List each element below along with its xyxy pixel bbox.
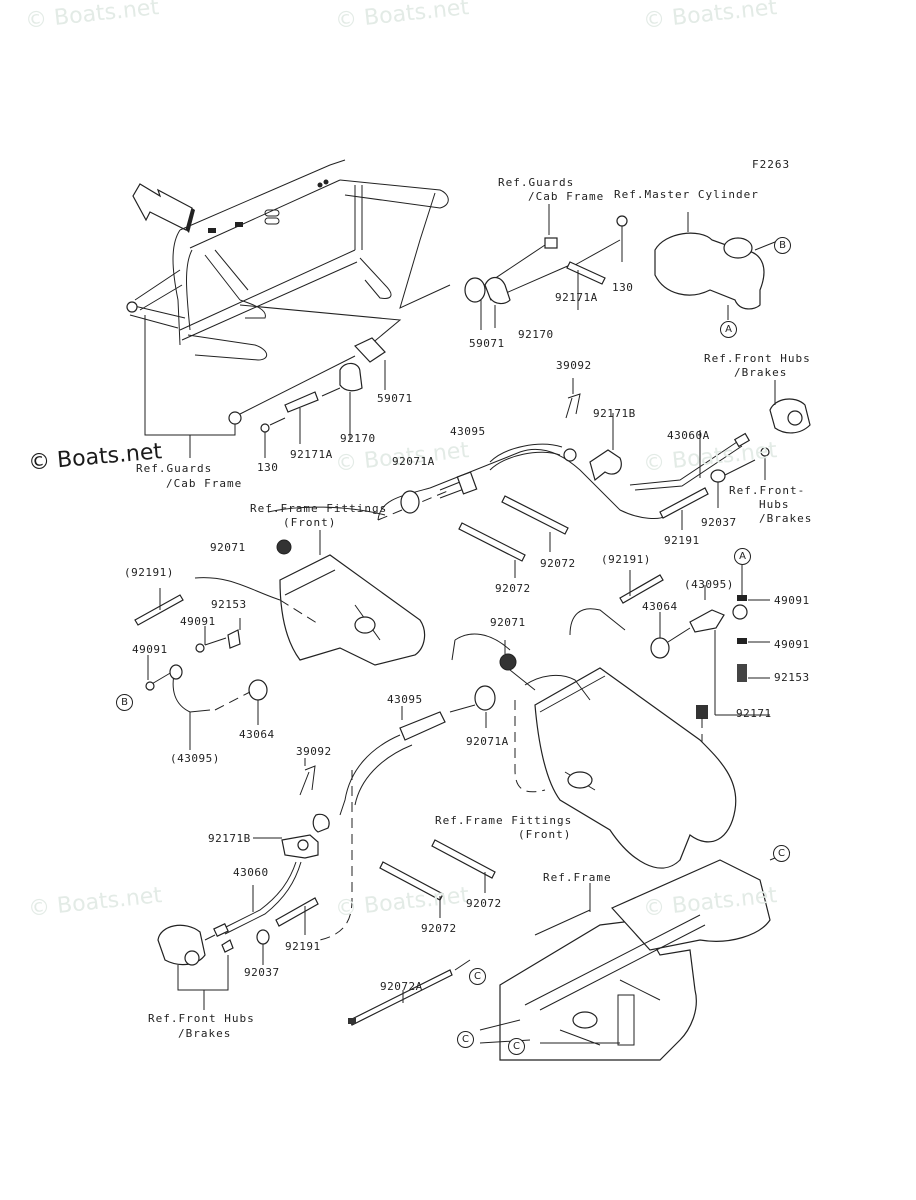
part-number-92072-bottom-a[interactable]: 92072	[466, 897, 502, 910]
part-number-92072a[interactable]: 92072A	[380, 980, 423, 993]
part-number-92170-left[interactable]: 92170	[340, 432, 376, 445]
part-number-49091-left-b[interactable]: 49091	[132, 643, 168, 656]
part-number-59071-top[interactable]: 59071	[469, 337, 505, 350]
hose-92191-top-art	[659, 487, 709, 519]
cable-ties-top-art	[458, 495, 569, 578]
part-number-92072-bottom-b[interactable]: 92072	[421, 922, 457, 935]
ref-front-hubs-bottom-line2: /Brakes	[178, 1027, 232, 1040]
part-number-43095-paren-left[interactable]: (43095)	[170, 752, 220, 765]
part-number-43095-top[interactable]: 43095	[450, 425, 486, 438]
part-number-92191-paren-right[interactable]: (92191)	[601, 553, 651, 566]
part-number-92072-top-b[interactable]: 92072	[495, 582, 531, 595]
part-number-43095-paren-right[interactable]: (43095)	[684, 578, 734, 591]
figure-code: F2263	[752, 158, 791, 171]
connector-c-marker: C	[469, 968, 486, 985]
ref-frame: Ref.Frame	[543, 871, 612, 884]
ref-front-hubs-right-line3: /Brakes	[759, 512, 813, 525]
cable-ties-bottom-art	[348, 839, 496, 1026]
part-number-92171b-bottom[interactable]: 92171B	[208, 832, 251, 845]
part-number-39092-top[interactable]: 39092	[556, 359, 592, 372]
ref-frame-fittings-left-line2: (Front)	[283, 516, 337, 529]
master-cylinder-art	[654, 212, 781, 320]
part-number-92171-right[interactable]: 92171	[736, 707, 772, 720]
part-number-49091-right-b[interactable]: 49091	[774, 638, 810, 651]
part-number-92171b-top[interactable]: 92171B	[593, 407, 636, 420]
connector-c-marker: C	[457, 1031, 474, 1048]
part-number-43064-right[interactable]: 43064	[642, 600, 678, 613]
brake-line-bottom-art	[157, 834, 319, 1010]
brake-hose-top-art	[377, 443, 666, 521]
part-number-92071-left[interactable]: 92071	[210, 541, 246, 554]
part-number-92171a-left[interactable]: 92171A	[290, 448, 333, 461]
front-arrow-icon	[132, 183, 195, 233]
part-number-130-left[interactable]: 130	[257, 461, 279, 474]
ref-guards-top-line2: /Cab Frame	[528, 190, 605, 203]
connector-c-marker: C	[508, 1038, 525, 1055]
ref-front-hubs-right-line2: Hubs	[759, 498, 790, 511]
connector-a-marker: A	[734, 548, 751, 565]
ref-frame-fittings-mid-line1: Ref.Frame Fittings	[435, 814, 573, 827]
ref-front-hubs-right-line1: Ref.Front-	[729, 484, 806, 497]
ref-master-cylinder: Ref.Master Cylinder	[614, 188, 759, 201]
part-number-92071a-mid[interactable]: 92071A	[466, 735, 509, 748]
part-number-43095-mid[interactable]: 43095	[387, 693, 423, 706]
part-number-43060a[interactable]: 43060A	[667, 429, 710, 442]
frame-fitting-left-art	[267, 506, 426, 666]
ref-guards-left-line2: /Cab Frame	[166, 477, 243, 490]
part-number-92153-right[interactable]: 92153	[774, 671, 810, 684]
frame-bottom-art	[479, 851, 791, 1061]
part-number-92191-paren-left[interactable]: (92191)	[124, 566, 174, 579]
part-number-92171a-top[interactable]: 92171A	[555, 291, 598, 304]
part-number-39092-mid[interactable]: 39092	[296, 745, 332, 758]
part-number-92037-bottom[interactable]: 92037	[244, 966, 280, 979]
hardware-top-row-art	[464, 215, 628, 330]
connector-c-marker: C	[773, 845, 790, 862]
part-number-130-top[interactable]: 130	[612, 281, 634, 294]
ref-guards-top-line1: Ref.Guards	[498, 176, 575, 189]
part-number-92153-left[interactable]: 92153	[211, 598, 247, 611]
part-number-49091-left-a[interactable]: 49091	[180, 615, 216, 628]
brake-line-43060a-art	[629, 380, 811, 491]
part-number-92191-top[interactable]: 92191	[664, 534, 700, 547]
part-number-92071a-top[interactable]: 92071A	[392, 455, 435, 468]
part-number-43060[interactable]: 43060	[233, 866, 269, 879]
ref-front-hubs-bottom-line1: Ref.Front Hubs	[148, 1012, 255, 1025]
connector-a-marker: A	[720, 321, 737, 338]
connector-b-marker: B	[774, 237, 791, 254]
brake-hose-middle-art	[299, 633, 536, 941]
brake-hose-left-art	[134, 577, 321, 750]
ref-guards-left-leader	[144, 315, 236, 458]
cab-frame-guard-art	[126, 159, 451, 361]
part-number-92191-bottom[interactable]: 92191	[285, 940, 321, 953]
part-number-92037-top[interactable]: 92037	[701, 516, 737, 529]
connector-b-marker: B	[116, 694, 133, 711]
part-number-92072-top-a[interactable]: 92072	[540, 557, 576, 570]
ref-frame-fittings-mid-line2: (Front)	[518, 828, 572, 841]
ref-front-hubs-top-line2: /Brakes	[734, 366, 788, 379]
middle-left-parts-art	[228, 337, 386, 458]
part-number-59071-left[interactable]: 59071	[377, 392, 413, 405]
clip-92171b-top-art	[589, 449, 622, 482]
brake-hose-right-art	[619, 565, 770, 745]
ref-guards-left-line1: Ref.Guards	[136, 462, 213, 475]
part-number-43064-left[interactable]: 43064	[239, 728, 275, 741]
frame-fitting-right-art	[514, 608, 737, 869]
part-number-92071-mid[interactable]: 92071	[490, 616, 526, 629]
ref-front-hubs-top-line1: Ref.Front Hubs	[704, 352, 811, 365]
part-number-92170-top[interactable]: 92170	[518, 328, 554, 341]
clip-39092-top-art	[565, 393, 581, 419]
ref-frame-fittings-left-line1: Ref.Frame Fittings	[250, 502, 388, 515]
part-number-49091-right-a[interactable]: 49091	[774, 594, 810, 607]
